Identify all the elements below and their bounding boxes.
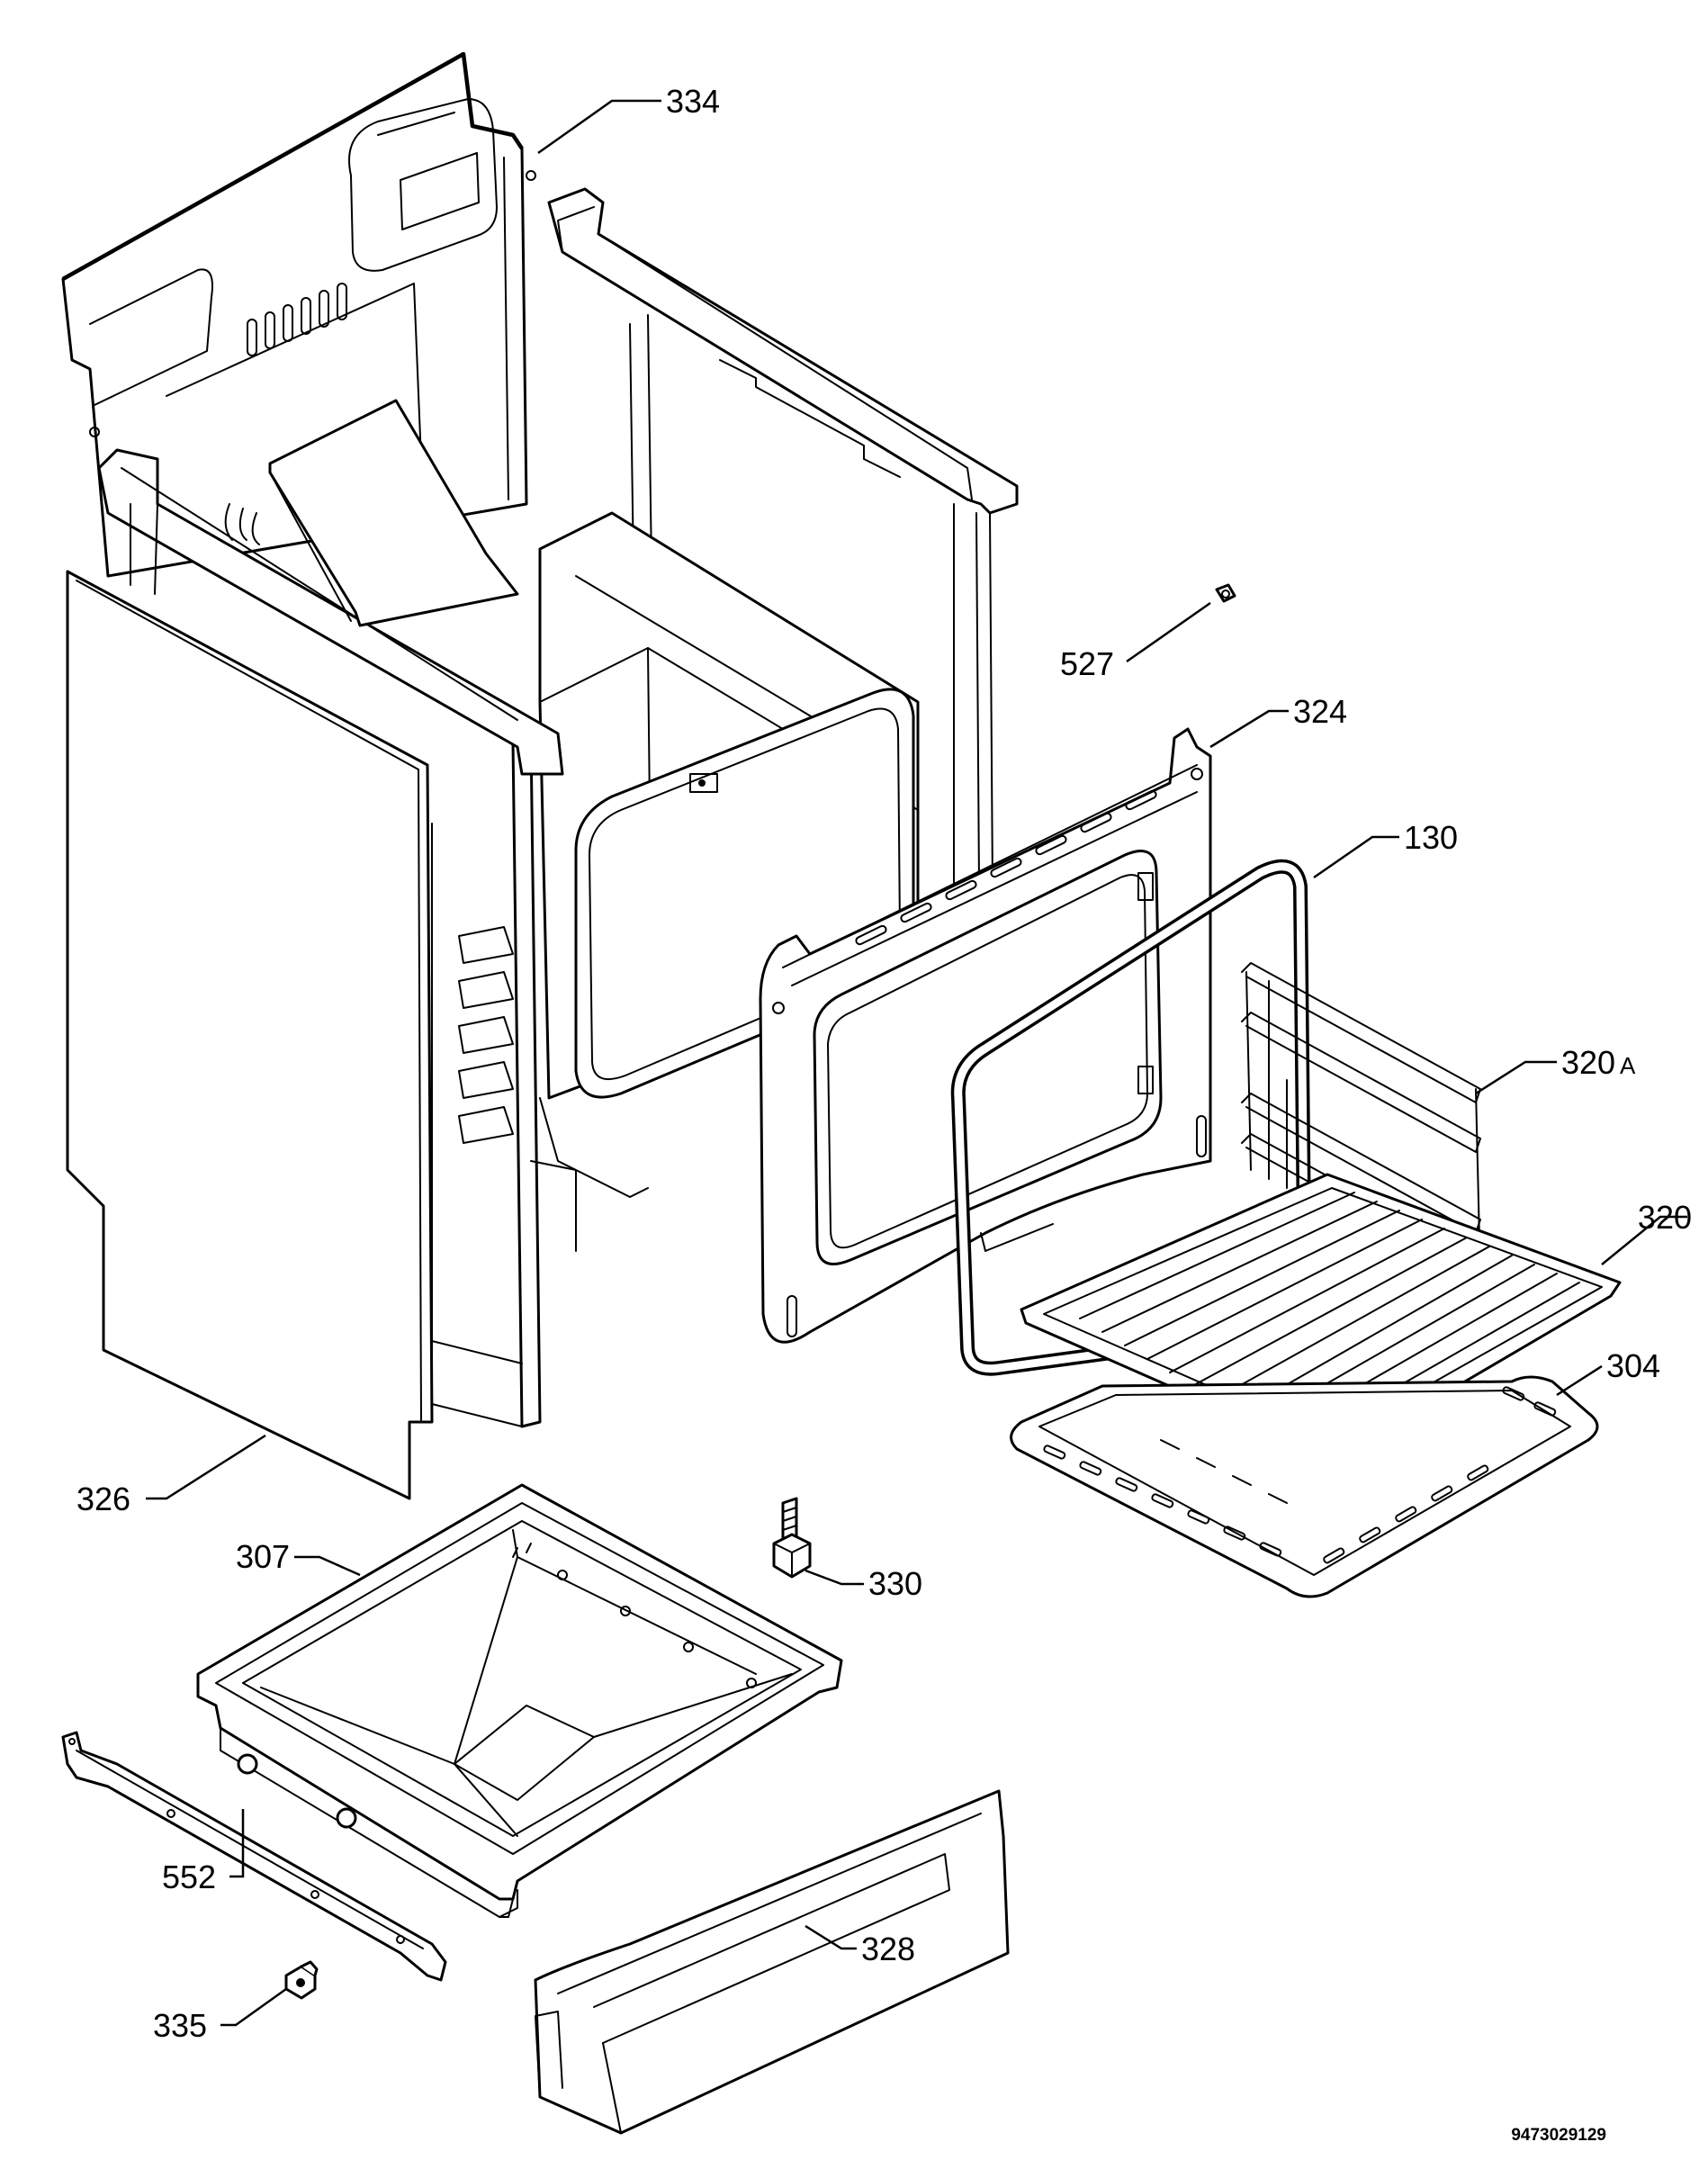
document-number: 9473029129: [1511, 2126, 1606, 2145]
leader-552: [229, 1809, 245, 1878]
heat-shield: [224, 399, 519, 627]
part-324-door-frame: [759, 727, 1212, 1344]
leader-527: [1126, 601, 1211, 663]
leader-334: [537, 99, 661, 155]
leader-320: [1601, 1215, 1687, 1265]
leader-130: [1313, 835, 1399, 879]
label-307: 307: [236, 1538, 290, 1575]
leader-324: [1209, 709, 1289, 749]
leader-330: [805, 1569, 864, 1586]
label-320a-suffix: A: [1620, 1052, 1636, 1079]
part-335-screw: [284, 1960, 319, 2000]
part-326-side-panel: [66, 570, 434, 1500]
label-320: 320: [1638, 1199, 1692, 1236]
leader-335: [220, 1987, 287, 2027]
part-330-foot: [772, 1497, 812, 1579]
part-527-screw: [1215, 583, 1236, 603]
label-130: 130: [1404, 819, 1458, 856]
label-335: 335: [153, 2007, 207, 2044]
label-320a: 320: [1561, 1044, 1615, 1081]
top-crossbar: [97, 448, 564, 776]
leader-328: [805, 1924, 857, 1950]
leader-304: [1556, 1364, 1603, 1397]
label-324: 324: [1293, 693, 1347, 730]
label-527: 527: [1060, 645, 1114, 682]
leader-320a: [1475, 1060, 1557, 1095]
part-307-drawer: [196, 1483, 843, 1918]
label-326: 326: [76, 1480, 130, 1517]
part-304-baking-tray: [1010, 1375, 1599, 1598]
part-328-drawer-front: [534, 1789, 1010, 2135]
leader-lines: [146, 99, 1687, 2027]
leader-326: [146, 1434, 266, 1500]
leader-307: [294, 1555, 361, 1577]
door-vent-slots: [855, 789, 1157, 946]
tray-slots: [1043, 1386, 1557, 1564]
label-328: 328: [861, 1930, 915, 1967]
part-552-drawer-runner: [61, 1731, 447, 1982]
label-334: 334: [666, 83, 720, 120]
label-304: 304: [1606, 1347, 1660, 1384]
part-labels: 334 527 324 130 320 A 320 304 326 330 30…: [76, 83, 1692, 2145]
label-330: 330: [868, 1565, 922, 1602]
label-552: 552: [162, 1858, 216, 1895]
